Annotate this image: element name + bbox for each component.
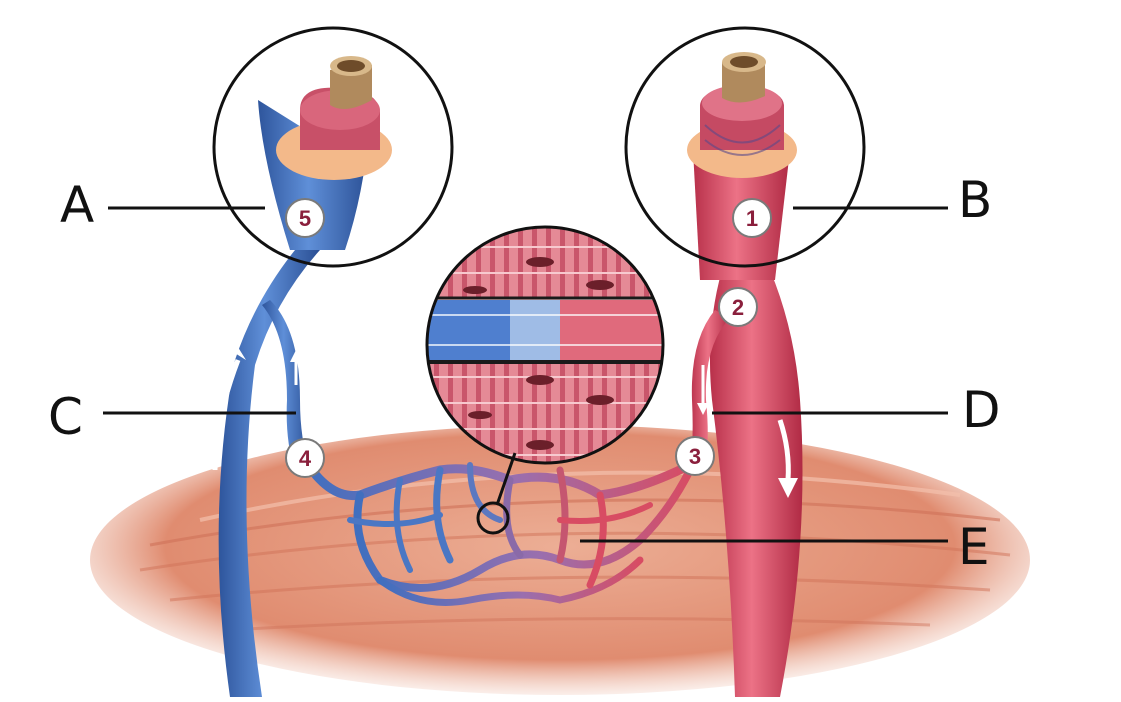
- muscle-fiber-zoom: [425, 225, 665, 535]
- marker-3: 3: [675, 436, 715, 476]
- marker-2-label: 2: [732, 295, 744, 320]
- label-d: D: [962, 381, 1001, 439]
- leader-lines: [103, 206, 948, 543]
- marker-1: 1: [732, 198, 772, 238]
- marker-3-label: 3: [689, 444, 701, 469]
- marker-5: 5: [285, 198, 325, 238]
- label-c: C: [48, 388, 83, 446]
- label-e: E: [958, 518, 990, 576]
- label-a: A: [60, 176, 95, 234]
- flow-arrows: [212, 344, 798, 498]
- marker-4: 4: [285, 438, 325, 478]
- label-b: B: [958, 171, 993, 229]
- marker-1-label: 1: [746, 206, 758, 231]
- marker-4-label: 4: [299, 446, 312, 471]
- artery-cross-section: [624, 26, 866, 268]
- marker-2: 2: [718, 287, 758, 327]
- vein-cross-section: [212, 26, 454, 268]
- marker-5-label: 5: [299, 206, 311, 231]
